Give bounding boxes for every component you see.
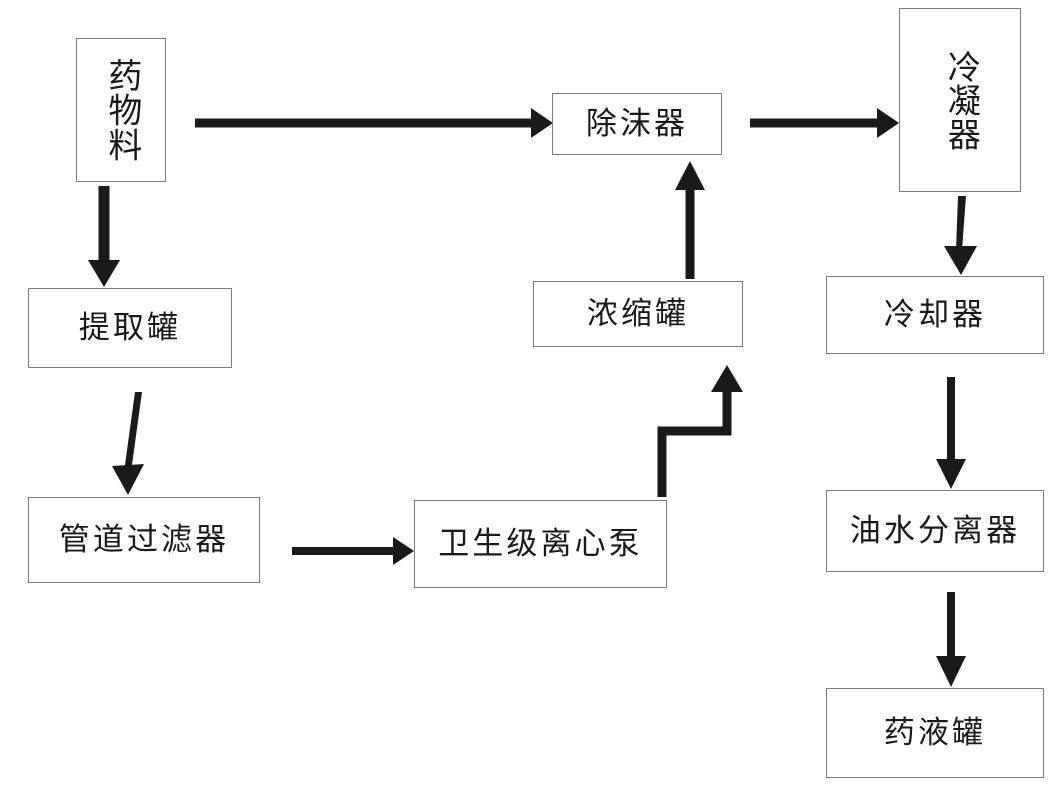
edge-pump-to-concentration	[657, 365, 743, 497]
node-condenser-label: 冷凝器	[942, 49, 979, 151]
node-oil-water-separator-label: 油水分离器	[849, 512, 1021, 548]
node-condenser[interactable]: 冷凝器	[899, 8, 1021, 192]
edge-filter-to-pump	[292, 537, 414, 565]
node-demister-label: 除沫器	[585, 105, 689, 141]
node-demister[interactable]: 除沫器	[552, 93, 722, 155]
edge-condenser-to-cooler	[944, 196, 977, 275]
node-drug-material[interactable]: 药物料	[76, 38, 166, 182]
node-sanitary-pump-label: 卫生级离心泵	[438, 525, 643, 561]
node-sanitary-pump[interactable]: 卫生级离心泵	[414, 500, 667, 588]
edge-cooler-to-separator	[936, 377, 966, 489]
node-oil-water-separator[interactable]: 油水分离器	[826, 490, 1044, 572]
node-concentration-tank-label: 浓缩罐	[586, 295, 690, 331]
node-extraction-tank[interactable]: 提取罐	[28, 288, 232, 368]
edge-concentration-to-demister	[675, 161, 705, 279]
node-cooler[interactable]: 冷却器	[826, 276, 1044, 354]
edge-extraction-to-filter	[112, 392, 144, 495]
node-extraction-tank-label: 提取罐	[78, 309, 182, 345]
edge-material-to-extraction	[88, 186, 120, 287]
node-concentration-tank[interactable]: 浓缩罐	[533, 281, 743, 347]
node-liquid-tank[interactable]: 药液罐	[826, 688, 1044, 778]
node-pipeline-filter[interactable]: 管道过滤器	[28, 497, 260, 583]
edge-separator-to-liquid-tank	[936, 592, 966, 687]
node-pipeline-filter-label: 管道过滤器	[58, 521, 230, 557]
node-cooler-label: 冷却器	[883, 296, 987, 332]
node-liquid-tank-label: 药液罐	[883, 714, 987, 750]
node-drug-material-label: 药物料	[102, 57, 140, 163]
edge-demister-to-condenser	[750, 108, 899, 138]
edge-material-to-demister	[195, 108, 553, 138]
